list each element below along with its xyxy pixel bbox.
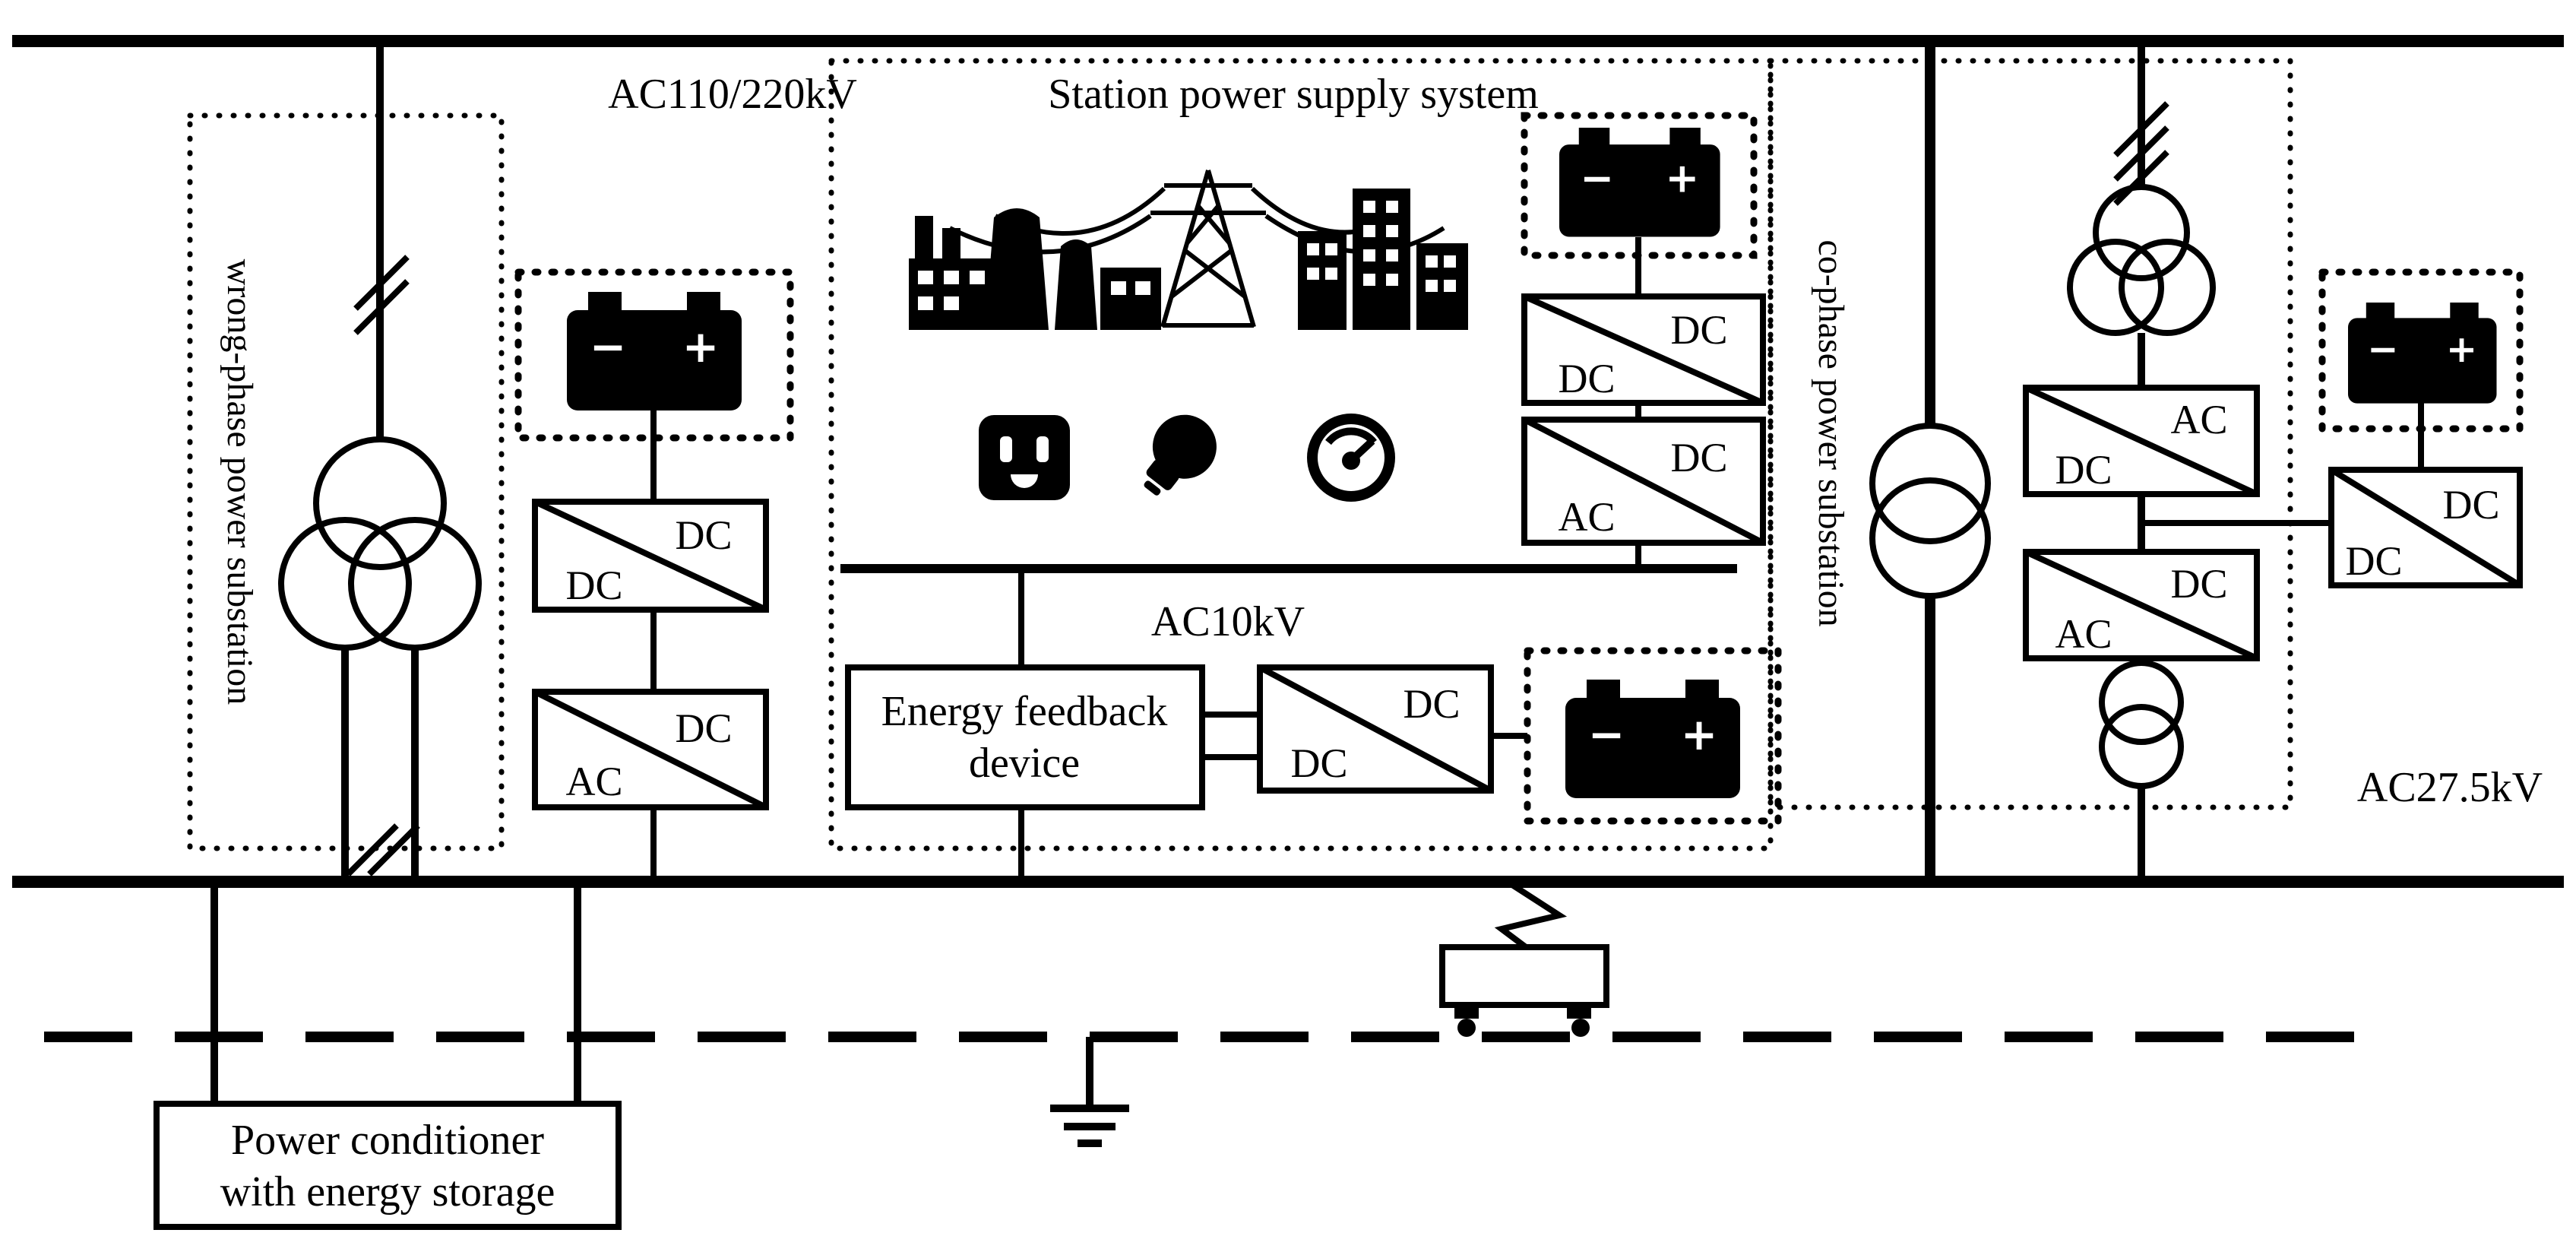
left-energy-storage-branch: DC DC DC AC <box>514 268 794 882</box>
station-power-supply-system: Station power supply system <box>828 58 1782 882</box>
converter-label-bottom: DC <box>1558 356 1615 401</box>
factory-icon <box>909 208 1161 330</box>
energy-feedback-device: Energy feedback device <box>845 664 1205 810</box>
converter-label-bottom: DC <box>565 563 622 608</box>
converter-diagonal <box>1523 293 1764 406</box>
power-outlet-icon <box>979 415 1070 500</box>
converter-diagonal <box>1258 664 1492 794</box>
ac10kv-label: AC10kV <box>1151 598 1305 645</box>
storage-dcdc-converter: DC DC <box>2328 467 2523 588</box>
co-phase-substation-boundary <box>1767 58 2293 810</box>
acdc-converter: AC DC <box>2023 385 2260 497</box>
station-system-boundary <box>828 58 1774 851</box>
converter-label-bottom: DC <box>2345 538 2402 584</box>
converter-label-bottom: DC <box>2055 447 2112 493</box>
co-phase-substation: co-phase power substation <box>1767 41 2293 882</box>
meter-gauge-icon <box>1307 414 1395 502</box>
converter-diagonal <box>533 499 767 613</box>
converter-label-bottom: AC <box>2055 611 2112 657</box>
power-conditioner-label-line1: Power conditioner <box>231 1117 544 1164</box>
station-dcdc-converter: DC DC <box>1521 293 1766 406</box>
energy-feedback-box <box>845 664 1205 810</box>
station-dcac-converter: DC AC <box>1521 417 1766 546</box>
line-break-marks-bottom <box>346 823 420 876</box>
city-buildings-icon <box>1298 189 1468 330</box>
converter-label-top: DC <box>675 705 732 751</box>
wrong-phase-substation: wrong-phase power substation <box>187 41 505 882</box>
earth-ground-icon <box>1050 1037 1129 1147</box>
dcac-converter: DC AC <box>532 689 769 810</box>
station-system-title: Station power supply system <box>1048 71 1539 118</box>
power-conditioner-box <box>153 1101 622 1230</box>
converter-label-top: DC <box>1403 681 1460 727</box>
wrong-phase-substation-label: wrong-phase power substation <box>220 259 260 705</box>
converter-label-top: DC <box>2170 561 2227 607</box>
converter-label-top: DC <box>2442 482 2499 528</box>
converter-diagonal <box>533 689 767 810</box>
pantograph <box>1494 882 1568 950</box>
dcdc-converter: DC DC <box>532 499 769 613</box>
converter-label-top: AC <box>2170 397 2227 442</box>
line-break-marks <box>2113 101 2169 206</box>
train-body <box>1439 944 1609 1008</box>
cophase-converter-branch: AC DC DC AC DC DC <box>2023 41 2524 882</box>
converter-label-top: DC <box>1670 307 1727 353</box>
converter-diagonal <box>2024 385 2258 497</box>
converter-label-bottom: AC <box>1558 494 1615 540</box>
converter-label-top: DC <box>675 512 732 558</box>
converter-label-top: DC <box>1670 435 1727 480</box>
converter-label-bottom: AC <box>565 759 622 804</box>
feedback-dcdc-converter: DC DC <box>1257 664 1494 794</box>
line-break-marks-top <box>353 255 410 335</box>
converter-diagonal <box>1523 417 1764 546</box>
power-conditioner-label-line2: with energy storage <box>220 1168 555 1216</box>
co-phase-substation-label: co-phase power substation <box>1811 239 1851 626</box>
three-winding-transformer-icon <box>2067 184 2216 336</box>
electric-train-icon <box>1439 882 1609 1037</box>
energy-feedback-label-line2: device <box>969 740 1080 787</box>
ac110-220kv-label: AC110/220kV <box>608 71 857 118</box>
energy-feedback-label-line1: Energy feedback <box>881 688 1168 735</box>
converter-diagonal <box>2024 549 2258 661</box>
dcac-converter: DC AC <box>2023 549 2260 661</box>
light-bulb-icon <box>1144 414 1217 496</box>
power-conditioner: Power conditioner with energy storage <box>153 882 622 1230</box>
feedback-battery-boundary <box>1524 647 1782 825</box>
ac27-5kv-label: AC27.5kV <box>2357 764 2543 811</box>
converter-diagonal <box>2329 467 2522 588</box>
converter-label-bottom: DC <box>1290 740 1347 786</box>
